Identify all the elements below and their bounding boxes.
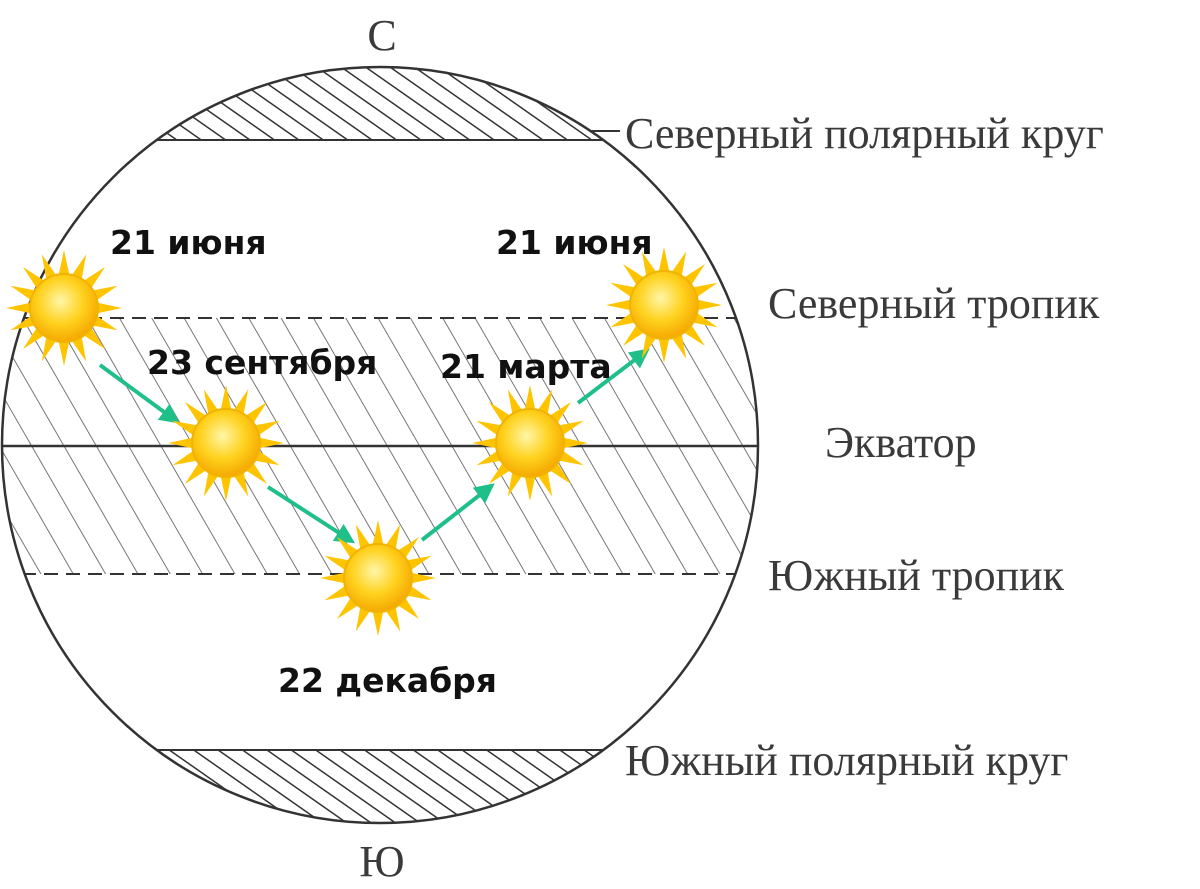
sun-icon bbox=[167, 384, 285, 502]
tropic-cancer-label: Северный тропик bbox=[768, 279, 1100, 328]
date-label-june-left: 21 июня bbox=[110, 223, 267, 262]
south-pole-label: Ю bbox=[359, 837, 404, 886]
date-label-december: 22 декабря bbox=[278, 661, 497, 700]
sun-icon bbox=[471, 384, 589, 502]
sun-icon bbox=[5, 249, 124, 367]
equator-label: Экватор bbox=[825, 418, 977, 467]
globe-zones bbox=[2, 67, 758, 823]
arctic-circle-label: Северный полярный круг bbox=[625, 109, 1104, 158]
sun-icon bbox=[319, 519, 437, 637]
arrow-right-icon bbox=[576, 348, 650, 405]
north-pole-label: С bbox=[367, 11, 396, 60]
date-label-june-right: 21 июня bbox=[496, 223, 653, 262]
date-label-march: 21 марта bbox=[440, 347, 612, 386]
arrow-right-icon bbox=[420, 483, 495, 542]
antarctic-circle-label: Южный полярный круг bbox=[625, 736, 1068, 785]
date-label-september: 23 сентября bbox=[147, 343, 377, 382]
arrow-right-icon bbox=[266, 485, 356, 544]
globe-outline bbox=[0, 65, 760, 825]
arrow-right-icon bbox=[98, 363, 180, 424]
tropic-capricorn-label: Южный тропик bbox=[768, 551, 1065, 600]
sun-icon bbox=[605, 246, 723, 364]
sun-path-arrows bbox=[98, 348, 650, 544]
